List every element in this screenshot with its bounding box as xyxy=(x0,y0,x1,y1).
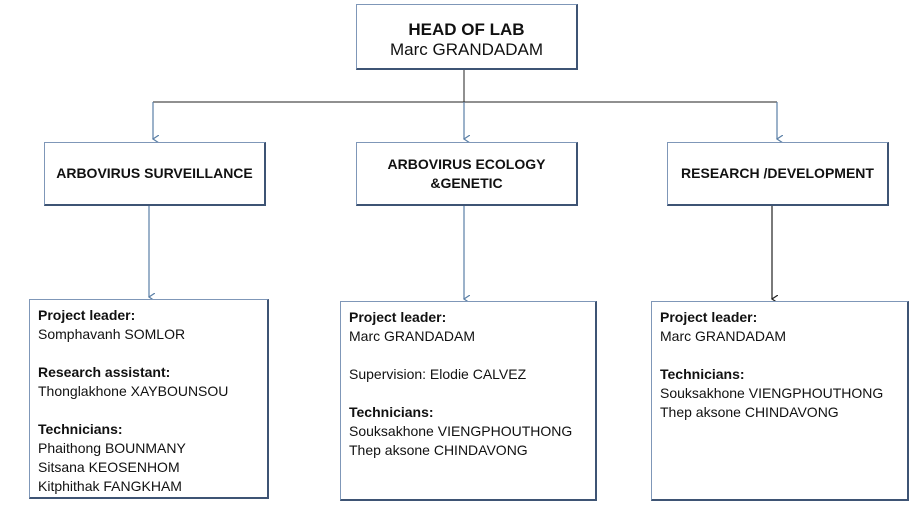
project-leader-name: Marc GRANDADAM xyxy=(660,328,787,344)
project-leader-label: Project leader: xyxy=(660,309,758,325)
dept-label: ARBOVIRUS SURVEILLANCE xyxy=(56,165,253,181)
team-box-surveillance: Project leader: Somphavanh SOMLOR Resear… xyxy=(29,299,269,499)
head-of-lab-box: HEAD OF LAB Marc GRANDADAM xyxy=(356,4,578,70)
dept-box-arbovirus-surveillance: ARBOVIRUS SURVEILLANCE xyxy=(44,142,266,206)
technician-name: Sitsana KEOSENHOM xyxy=(38,459,180,475)
dept-box-research-development: RESEARCH /DEVELOPMENT xyxy=(667,142,889,206)
dept-label: RESEARCH /DEVELOPMENT xyxy=(681,165,874,181)
technician-name: Souksakhone VIENGPHOUTHONG xyxy=(660,385,884,401)
technician-name: Thep aksone CHINDAVONG xyxy=(349,442,528,458)
project-leader-label: Project leader: xyxy=(38,307,136,323)
technician-name: Kitphithak FANGKHAM xyxy=(38,478,182,494)
technician-name: Souksakhone VIENGPHOUTHONG xyxy=(349,423,573,439)
team-box-research-development: Project leader: Marc GRANDADAM Technicia… xyxy=(651,301,909,501)
project-leader-name: Marc GRANDADAM xyxy=(349,328,476,344)
head-title: HEAD OF LAB xyxy=(408,20,525,39)
technician-name: Phaithong BOUNMANY xyxy=(38,440,186,456)
dept-box-arbovirus-ecology-genetic: ARBOVIRUS ECOLOGY &GENETIC xyxy=(356,142,578,206)
research-assistant-label: Research assistant: xyxy=(38,364,171,380)
head-name: Marc GRANDADAM xyxy=(389,40,543,59)
project-leader-name: Somphavanh SOMLOR xyxy=(38,326,186,342)
team-box-ecology-genetic: Project leader: Marc GRANDADAM Supervisi… xyxy=(340,301,597,501)
research-assistant-name: Thonglakhone XAYBOUNSOU xyxy=(38,383,229,399)
technicians-label: Technicians: xyxy=(660,366,745,382)
technicians-label: Technicians: xyxy=(38,421,123,437)
project-leader-label: Project leader: xyxy=(349,309,447,325)
technicians-label: Technicians: xyxy=(349,404,434,420)
technician-name: Thep aksone CHINDAVONG xyxy=(660,404,839,420)
dept-label: ARBOVIRUS ECOLOGY &GENETIC xyxy=(387,155,546,191)
supervision-text: Supervision: Elodie CALVEZ xyxy=(349,366,527,382)
